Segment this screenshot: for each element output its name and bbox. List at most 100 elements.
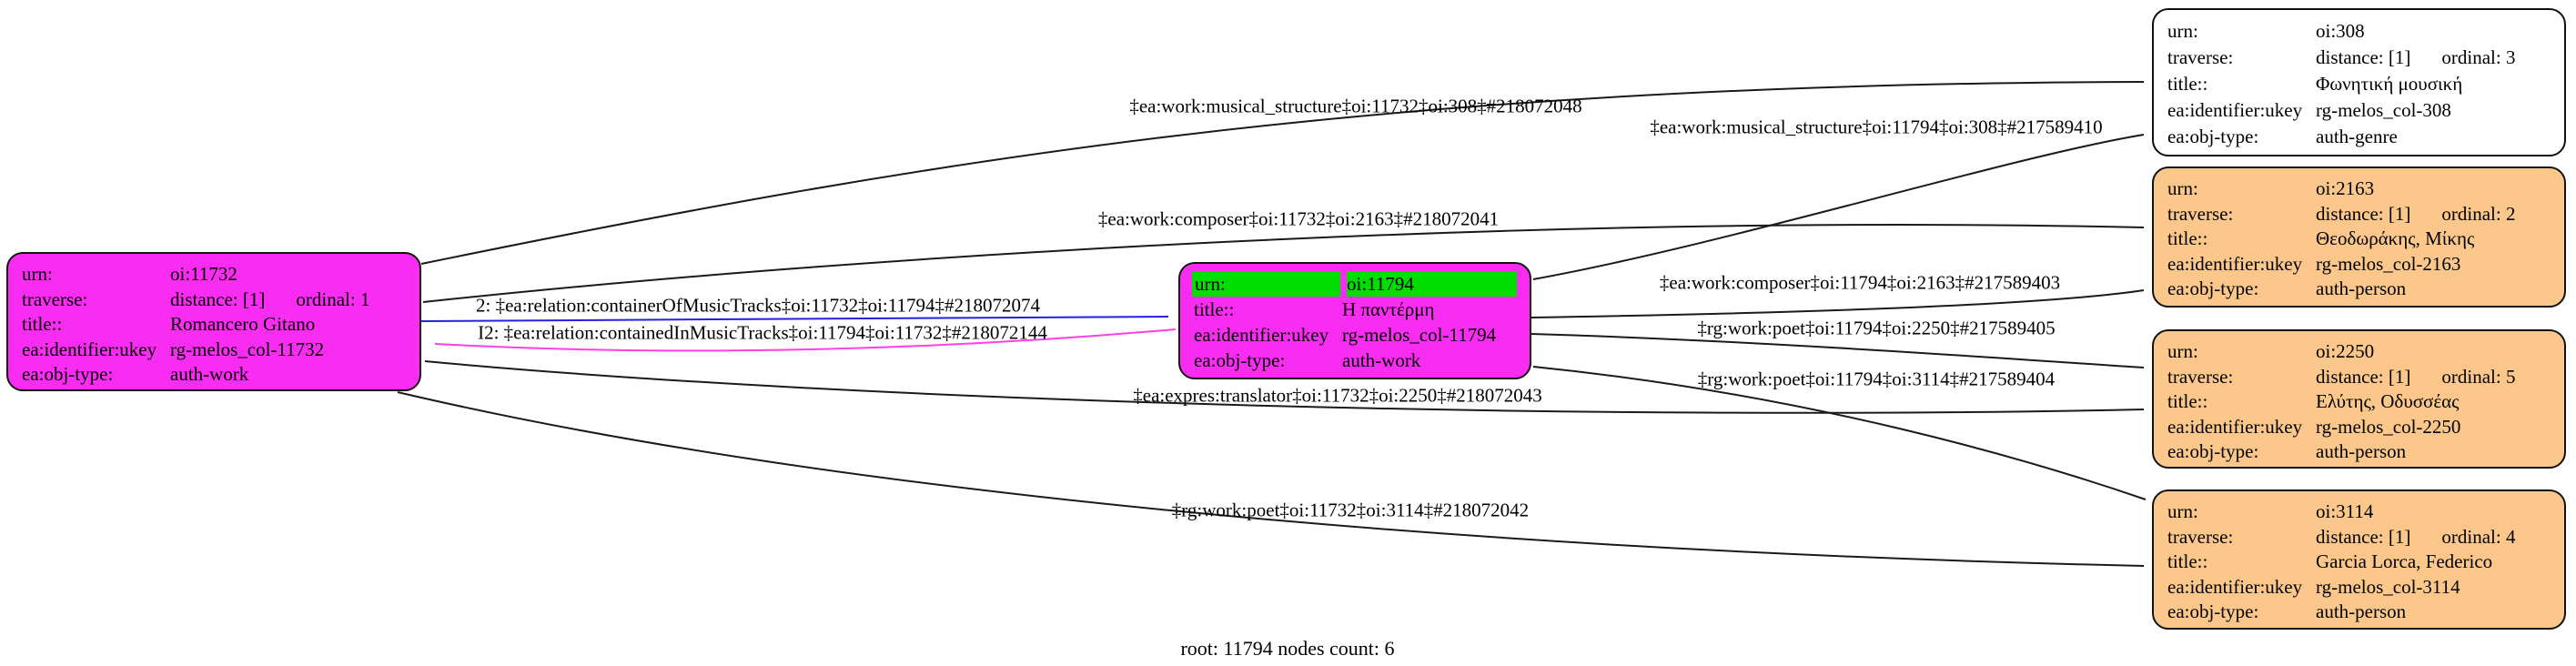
field-key: ea:identifier:ukey xyxy=(2167,575,2303,598)
node-oi-3114[interactable]: urn: oi:3114 traverse: distance: [1]ordi… xyxy=(2152,489,2566,630)
field-value: auth-person xyxy=(2316,600,2407,623)
node-row: urn: oi:308 xyxy=(2154,18,2564,45)
field-value: auth-person xyxy=(2316,278,2407,300)
node-oi-2163[interactable]: urn: oi:2163 traverse: distance: [1]ordi… xyxy=(2152,166,2566,308)
field-key: traverse: xyxy=(2167,46,2234,68)
node-row-highlighted: urn: oi:11794 xyxy=(1180,271,1530,297)
field-key: ea:obj-type: xyxy=(2167,440,2259,463)
node-row: traverse: distance: [1]ordinal: 3 xyxy=(2154,45,2564,71)
edge-poet-11794-3114[interactable] xyxy=(1532,366,2147,500)
field-key: urn: xyxy=(2167,340,2198,363)
node-row: ea:identifier:ukey rg-melos_col-3114 xyxy=(2154,575,2564,600)
field-key: traverse: xyxy=(2167,525,2234,548)
field-value: distance: [1]ordinal: 3 xyxy=(2316,48,2564,67)
field-key: urn: xyxy=(1192,271,1340,297)
edge-label-poet-11794-2250: ‡rg:work:poet‡oi:11794‡oi:2250‡#21758940… xyxy=(1697,317,2056,339)
field-key: urn: xyxy=(2167,177,2198,200)
field-value: oi:2163 xyxy=(2316,177,2375,200)
field-key: ea:identifier:ukey xyxy=(22,338,157,360)
node-oi-11732[interactable]: urn: oi:11732 traverse: distance: [1]ord… xyxy=(6,252,421,391)
node-row: title:: Garcia Lorca, Federico xyxy=(2154,550,2564,575)
ordinal-value: ordinal: 5 xyxy=(2441,365,2516,388)
field-key: urn: xyxy=(2167,500,2198,523)
edge-container-of-music-tracks[interactable] xyxy=(420,316,1169,322)
field-value: auth-work xyxy=(1342,348,1421,371)
edge-musical-structure-11732-308[interactable] xyxy=(420,81,2145,265)
field-key: ea:obj-type: xyxy=(2167,600,2259,623)
field-value: rg-melos_col-2250 xyxy=(2316,415,2461,438)
field-key: ea:obj-type: xyxy=(2167,278,2259,300)
node-oi-11794[interactable]: urn: oi:11794 title:: Η παντέρμη ea:iden… xyxy=(1178,262,1531,379)
node-row: title:: Η παντέρμη xyxy=(1180,297,1530,322)
node-row: urn: oi:3114 xyxy=(2154,500,2564,525)
field-value: Romancero Gitano xyxy=(170,313,316,336)
node-oi-2250[interactable]: urn: oi:2250 traverse: distance: [1]ordi… xyxy=(2152,329,2566,469)
distance-value: distance: [1] xyxy=(2316,525,2411,548)
field-value: distance: [1]ordinal: 1 xyxy=(170,289,419,309)
field-value: Ελύτης, Οδυσσέας xyxy=(2316,390,2460,413)
field-value: oi:3114 xyxy=(2316,500,2374,523)
field-value: rg-melos_col-11794 xyxy=(1342,323,1497,346)
edge-poet-11794-2250[interactable] xyxy=(1530,333,2145,368)
field-value: Garcia Lorca, Federico xyxy=(2316,550,2493,573)
field-key: ea:identifier:ukey xyxy=(2167,252,2303,275)
node-row: ea:identifier:ukey rg-melos_col-2250 xyxy=(2154,415,2564,440)
node-row: traverse: distance: [1]ordinal: 5 xyxy=(2154,365,2564,390)
edge-label-composer-11732: ‡ea:work:composer‡oi:11732‡oi:2163‡#2180… xyxy=(1097,207,1500,230)
edge-label-poet-11732-3114: ‡rg:work:poet‡oi:11732‡oi:3114‡#21807204… xyxy=(1171,499,1530,521)
field-value: auth-work xyxy=(170,363,249,386)
field-value: distance: [1]ordinal: 4 xyxy=(2316,525,2564,548)
edge-label-container-of-music-tracks: 2: ‡ea:relation:containerOfMusicTracks‡o… xyxy=(476,294,1040,317)
field-key: title:: xyxy=(2167,390,2208,413)
node-row: title:: Θεοδωράκης, Μίκης xyxy=(2154,227,2564,252)
field-value: Η παντέρμη xyxy=(1342,298,1435,320)
node-row: ea:obj-type: auth-work xyxy=(8,362,419,388)
field-key: urn: xyxy=(2167,20,2198,42)
node-row: urn: oi:11732 xyxy=(8,262,419,288)
field-key: ea:identifier:ukey xyxy=(1194,323,1329,346)
field-key: urn: xyxy=(22,263,53,286)
field-key: title:: xyxy=(2167,227,2208,250)
node-row: ea:obj-type: auth-work xyxy=(1180,348,1530,373)
edge-composer-11794-2163[interactable] xyxy=(1530,289,2145,318)
field-key: ea:obj-type: xyxy=(22,363,114,386)
node-row: urn: oi:2163 xyxy=(2154,177,2564,202)
field-value: rg-melos_col-11732 xyxy=(170,338,325,360)
field-value: rg-melos_col-308 xyxy=(2316,99,2451,121)
field-value: oi:2250 xyxy=(2316,340,2375,363)
edge-label-contained-in-music-tracks: I2: ‡ea:relation:containedInMusicTracks‡… xyxy=(478,321,1047,344)
field-value: rg-melos_col-3114 xyxy=(2316,575,2460,598)
field-value: distance: [1]ordinal: 5 xyxy=(2316,365,2564,388)
node-row: ea:identifier:ukey rg-melos_col-2163 xyxy=(2154,252,2564,278)
node-row: traverse: distance: [1]ordinal: 2 xyxy=(2154,202,2564,227)
field-value: oi:11794 xyxy=(1347,271,1517,297)
node-oi-308[interactable]: urn: oi:308 traverse: distance: [1]ordin… xyxy=(2152,8,2566,156)
field-key: ea:obj-type: xyxy=(2167,126,2259,147)
node-row: ea:obj-type: auth-person xyxy=(2154,277,2564,302)
edge-musical-structure-11794-308[interactable] xyxy=(1532,134,2145,280)
edge-label-musical-structure-11732: ‡ea:work:musical_structure‡oi:11732‡oi:3… xyxy=(1129,95,1582,117)
field-key: ea:identifier:ukey xyxy=(2167,99,2303,121)
field-value: distance: [1] ordinal: 2 xyxy=(2316,202,2564,225)
field-key: ea:obj-type: xyxy=(1194,348,1286,371)
field-value: oi:308 xyxy=(2316,20,2365,42)
field-value: rg-melos_col-2163 xyxy=(2316,252,2461,275)
node-row: ea:identifier:ukey rg-melos_col-11732 xyxy=(8,338,419,363)
field-key: title:: xyxy=(1194,298,1235,320)
field-value: oi:11732 xyxy=(170,263,237,286)
edge-translator-11732-2250[interactable] xyxy=(424,360,2145,414)
node-row: ea:obj-type: auth-person xyxy=(2154,439,2564,465)
node-row: ea:identifier:ukey rg-melos_col-308 xyxy=(2154,97,2564,124)
edge-label-translator-11732-2250: ‡ea:expres:translator‡oi:11732‡oi:2250‡#… xyxy=(1133,384,1542,407)
distance-value: distance: [1] xyxy=(2316,202,2411,225)
field-key: traverse: xyxy=(22,288,88,310)
field-key: title:: xyxy=(2167,550,2208,573)
edge-poet-11732-3114[interactable] xyxy=(397,391,2145,567)
node-row: ea:obj-type: auth-person xyxy=(2154,600,2564,625)
distance-value: distance: [1] xyxy=(2316,46,2411,68)
edge-composer-11732-2163[interactable] xyxy=(422,224,2145,303)
ordinal-value: ordinal: 2 xyxy=(2441,202,2516,225)
edge-contained-in-music-tracks[interactable] xyxy=(434,328,1177,352)
